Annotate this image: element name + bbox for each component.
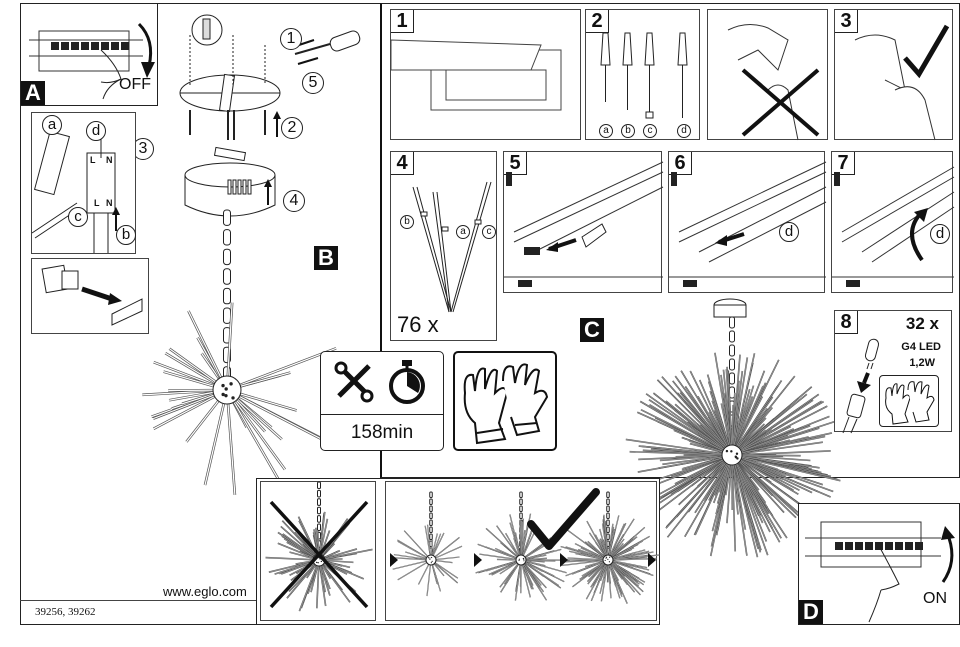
- arrow-up-curved-icon: [941, 526, 955, 583]
- callout-4: 4: [283, 190, 305, 212]
- wire-label-b: b: [116, 225, 136, 245]
- step-5-panel: 5: [503, 151, 664, 293]
- step-2-panel: 2 a b c d: [585, 9, 700, 140]
- wiring-detail-panel: a d c b L N L N: [31, 112, 136, 254]
- step-4-panel: 4 b a c 76 x: [390, 151, 497, 341]
- tool-label-b: b: [621, 124, 635, 138]
- model-numbers: 39256, 39262: [35, 606, 96, 618]
- step-6-panel: 6 d: [668, 151, 827, 293]
- gloves-box: [453, 351, 557, 451]
- time-required: 158min: [350, 422, 414, 443]
- insert-rod-illustration: [669, 161, 827, 287]
- step-1-panel: 1: [390, 9, 581, 140]
- part-label-d: d: [779, 222, 799, 242]
- tool-label-a: a: [599, 124, 613, 138]
- arm-label-c: c: [482, 225, 496, 239]
- step-7-panel: 7 d: [831, 151, 955, 293]
- hub: [515, 554, 527, 566]
- terminal-block-illustration: [31, 123, 120, 253]
- section-c-badge: C: [580, 318, 604, 342]
- gloves-small-icon: [885, 381, 935, 425]
- callout-1: 1: [280, 28, 302, 50]
- time-info-box: 158min: [320, 351, 444, 451]
- arrow-down-curved-icon: [137, 22, 155, 78]
- incorrect-arrangement-panel: [260, 481, 376, 621]
- arms-illustration: [412, 181, 492, 313]
- attach-arm-illustration: [504, 161, 664, 287]
- cross-icon: [727, 24, 820, 141]
- on-label: ON: [923, 590, 947, 607]
- time-divider: [321, 414, 443, 415]
- brand-url[interactable]: www.eglo.com: [163, 584, 247, 599]
- assembled-chandelier-illustration: [625, 298, 841, 558]
- tool-label-c: c: [643, 124, 657, 138]
- step-1-number: 1: [391, 10, 414, 33]
- terminal-n-top: N: [106, 155, 113, 165]
- section-a-panel: OFF A: [20, 3, 158, 106]
- step-5-number: 5: [504, 152, 527, 175]
- correct-arrangement-panel: [385, 481, 660, 621]
- section-a-badge: A: [21, 81, 45, 105]
- ceiling-plate-illustration: [179, 14, 281, 140]
- arrow-right-icon: [390, 553, 398, 567]
- stopwatch-icon: [389, 360, 425, 404]
- connector-insert-illustration: [41, 264, 143, 326]
- bulb-wattage: 1,2W: [909, 357, 935, 369]
- section-b-badge: B: [314, 246, 338, 270]
- screwdriver-icon: [289, 30, 361, 65]
- wire-label-d: d: [86, 121, 106, 141]
- canopy-illustration: [184, 146, 276, 217]
- chandelier-illustration: [142, 209, 337, 496]
- step-4-number: 4: [391, 152, 414, 175]
- g4-bulb-icon: [842, 338, 880, 434]
- step-8-number: 8: [835, 311, 858, 334]
- connector-detail-panel: [31, 258, 149, 334]
- wire-label-a: a: [42, 115, 62, 135]
- footer-divider: [20, 600, 256, 601]
- hub: [721, 444, 743, 466]
- step-7-number: 7: [832, 152, 855, 175]
- section-d-badge: D: [799, 600, 823, 624]
- chain: [606, 491, 610, 554]
- checkmark-icon: [854, 24, 950, 141]
- terminal-l-top: L: [90, 155, 96, 165]
- arrow-right-icon: [648, 553, 656, 567]
- gloves-small-box: [879, 375, 939, 427]
- callout-2: 2: [281, 117, 303, 139]
- arm-label-b: b: [400, 215, 414, 229]
- hub: [602, 554, 614, 566]
- gloves-icon: [463, 363, 549, 445]
- callout-5: 5: [302, 72, 324, 94]
- incorrect-handling-panel: [707, 9, 828, 141]
- wire-label-c: c: [68, 207, 88, 227]
- breaker-switch-on-illustration: [805, 521, 941, 623]
- breaker-switch-illustration: [29, 30, 143, 100]
- tools-icon: [334, 361, 374, 403]
- terminal-l-bottom: L: [94, 198, 100, 208]
- arms: [142, 302, 337, 496]
- arm-quantity: 76 x: [397, 312, 439, 337]
- step-2-number: 2: [586, 10, 609, 33]
- bulb-type: G4 LED: [901, 341, 941, 353]
- twist-rod-illustration: [832, 166, 955, 287]
- arrow-right-icon: [474, 553, 482, 567]
- arrow-right-icon: [560, 553, 568, 567]
- part-label-d-twist: d: [930, 224, 950, 244]
- cross-icon: [269, 500, 369, 609]
- step-8-panel: 8 32 x G4 LED 1,2W: [834, 310, 952, 434]
- terminal-n-bottom: N: [106, 198, 113, 208]
- step-3-number: 3: [835, 10, 858, 33]
- tools-lineup-illustration: [600, 32, 688, 119]
- arrangement-progression-illustration: [390, 491, 660, 604]
- step-6-number: 6: [669, 152, 692, 175]
- step-3-panel: 3: [834, 9, 953, 141]
- unpack-box-illustration: [390, 39, 562, 111]
- off-label: OFF: [119, 76, 151, 93]
- bulb-quantity: 32 x: [905, 314, 939, 333]
- tool-label-d: d: [677, 124, 691, 138]
- checkmark-icon: [527, 488, 600, 550]
- arm-label-a: a: [456, 225, 470, 239]
- section-d-panel: ON D: [798, 503, 960, 625]
